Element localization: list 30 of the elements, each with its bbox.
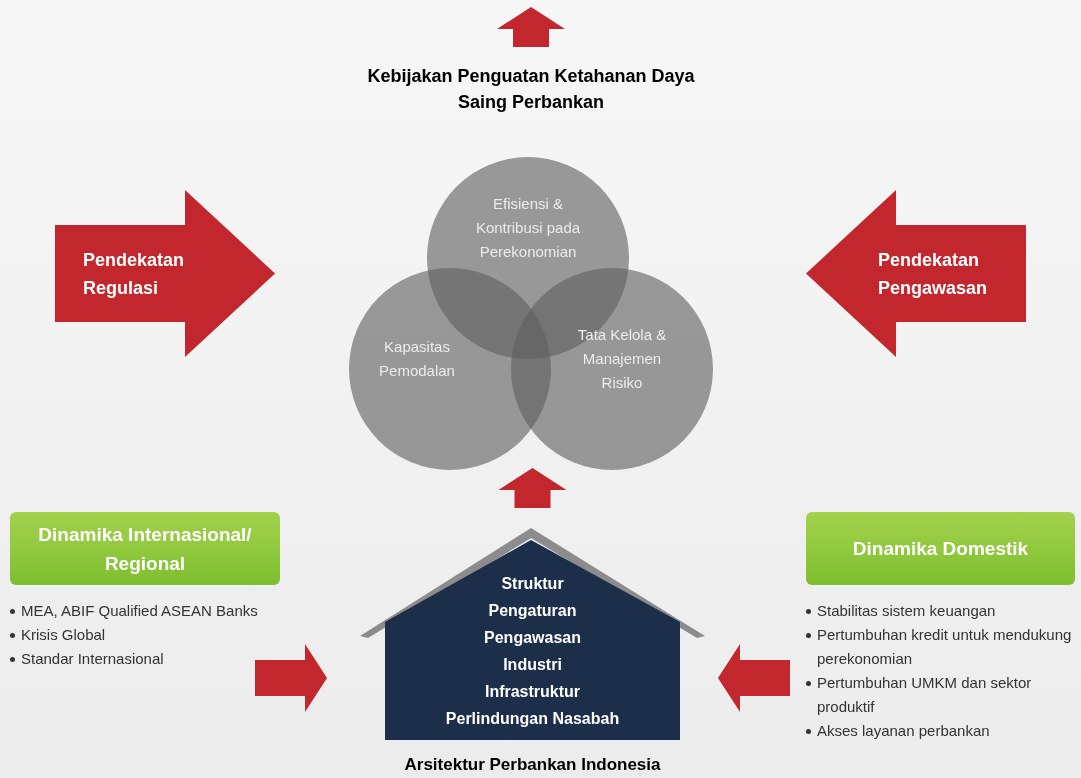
category-box xyxy=(10,512,280,585)
bullet-item: MEA, ABIF Qualified ASEAN Banks xyxy=(21,601,258,621)
pillar-label: Struktur xyxy=(501,574,564,594)
heading: Kebijakan Penguatan Ketahanan Daya Saing Perbankan xyxy=(366,65,696,114)
arrow xyxy=(255,644,327,712)
pillar-label: Pengaturan xyxy=(488,601,577,621)
bullet-item: Stabilitas sistem keuangan xyxy=(817,601,996,621)
arrow-label: Pendekatan Pengawasan xyxy=(878,248,989,300)
pillar-label: Perlindungan Nasabah xyxy=(445,709,620,729)
arrow xyxy=(718,644,790,712)
arrow xyxy=(498,468,567,508)
bullet-item: Pertumbuhan kredit untuk mendukung perekonomian xyxy=(817,625,1073,669)
circle-label: Kapasitas Pemodalan xyxy=(378,337,456,381)
bullet-item: Krisis Global xyxy=(21,625,106,645)
arrow xyxy=(497,7,565,47)
bullet-item: Pertumbuhan UMKM dan sektor produktif xyxy=(817,673,1033,717)
circle-label: Efisiensi & Kontribusi pada Perekonomian xyxy=(474,194,582,262)
category-box xyxy=(806,512,1075,585)
circle-label: Tata Kelola & Manajemen Risiko xyxy=(576,325,668,393)
block-arrow xyxy=(55,190,275,357)
bullet-item: Akses layanan perbankan xyxy=(817,721,990,741)
house-caption: Arsitektur Perbankan Indonesia xyxy=(404,754,661,776)
arrow-label: Pendekatan Regulasi xyxy=(83,248,186,300)
pillar-label: Pengawasan xyxy=(484,628,581,648)
pillar-label: Infrastruktur xyxy=(484,682,581,702)
box-heading: Dinamika Internasional/ Regional xyxy=(37,522,253,576)
bullet-item: Standar Internasional xyxy=(21,649,164,669)
block-arrow xyxy=(806,190,1026,357)
box-heading: Dinamika Domestik xyxy=(852,537,1029,561)
pillar-label: Industri xyxy=(503,655,562,675)
